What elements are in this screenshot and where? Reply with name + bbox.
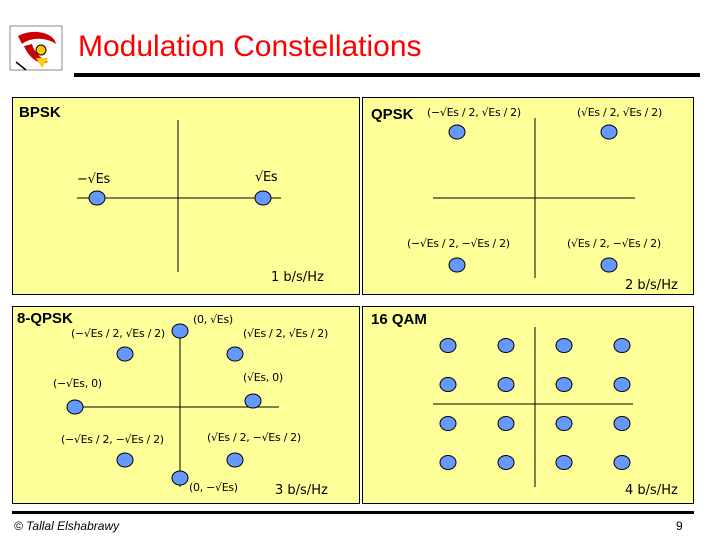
qam16-point — [497, 416, 515, 431]
psk8-point — [171, 323, 189, 339]
qam16-point — [613, 416, 631, 431]
point-label: √Es — [255, 170, 278, 185]
qpsk-label: QPSK — [371, 106, 414, 123]
point-label: (0, −√Es) — [189, 481, 238, 494]
qam16-point — [497, 455, 515, 470]
point-label: (−√Es, 0) — [53, 377, 102, 390]
qpsk-panel: QPSK (−√Es / 2, √Es / 2) (√Es / 2, √Es /… — [362, 97, 694, 295]
bpsk-point — [88, 190, 106, 206]
psk8-rate: 3 b/s/Hz — [275, 483, 328, 498]
psk8-point — [244, 393, 262, 409]
point-label: (√Es / 2, √Es / 2) — [243, 327, 328, 340]
psk8-point — [226, 452, 244, 468]
qam16-point — [439, 338, 457, 353]
qpsk-point — [600, 257, 618, 273]
bpsk-axes — [77, 120, 281, 272]
qam16-point — [555, 455, 573, 470]
qam16-axes — [433, 327, 633, 487]
qpsk-rate: 2 b/s/Hz — [625, 278, 678, 293]
qam16-point — [439, 377, 457, 392]
point-label: (0, √Es) — [193, 313, 233, 326]
qam16-panel: 16 QAM 4 b/s/Hz — [362, 306, 694, 504]
psk8-panel: 8-QPSK (0, √Es) (−√Es / 2, √Es / 2) (√Es… — [12, 306, 360, 504]
qam16-point — [613, 455, 631, 470]
qpsk-point — [448, 257, 466, 273]
qam16-point — [497, 338, 515, 353]
footer-rule — [12, 511, 694, 514]
psk8-point — [116, 452, 134, 468]
qam16-point — [439, 455, 457, 470]
qam16-point — [555, 416, 573, 431]
qam16-point — [555, 377, 573, 392]
point-label: (√Es / 2, −√Es / 2) — [567, 237, 661, 250]
qam16-point — [613, 377, 631, 392]
point-label: (√Es, 0) — [243, 371, 283, 384]
psk8-axes — [66, 323, 279, 487]
university-logo-icon — [9, 25, 63, 71]
bpsk-panel: BPSK −√Es √Es 1 b/s/Hz — [12, 97, 360, 295]
point-label: −√Es — [77, 172, 110, 187]
bpsk-label: BPSK — [19, 104, 61, 121]
slide-title: Modulation Constellations — [78, 30, 422, 63]
psk8-point — [66, 399, 84, 415]
qam16-point — [497, 377, 515, 392]
qam16-rate: 4 b/s/Hz — [625, 483, 678, 498]
qpsk-axes — [433, 118, 635, 278]
qpsk-point — [448, 124, 466, 140]
point-label: (−√Es / 2, √Es / 2) — [427, 106, 521, 119]
footer-copyright: © Tallal Elshabrawy — [14, 519, 120, 533]
qam16-label: 16 QAM — [371, 311, 427, 328]
qpsk-point — [600, 124, 618, 140]
point-label: (−√Es / 2, −√Es / 2) — [407, 237, 510, 250]
point-label: (−√Es / 2, −√Es / 2) — [61, 433, 164, 446]
psk8-point — [226, 346, 244, 362]
point-label: (√Es / 2, √Es / 2) — [577, 106, 662, 119]
bpsk-point — [254, 190, 272, 206]
psk8-point — [116, 346, 134, 362]
psk8-label: 8-QPSK — [17, 310, 73, 327]
page-number: 9 — [676, 519, 683, 533]
qam16-point — [439, 416, 457, 431]
point-label: (√Es / 2, −√Es / 2) — [207, 431, 301, 444]
bpsk-rate: 1 b/s/Hz — [271, 270, 324, 285]
qam16-point — [555, 338, 573, 353]
point-label: (−√Es / 2, √Es / 2) — [71, 327, 165, 340]
qam16-point — [613, 338, 631, 353]
psk8-point — [171, 470, 189, 486]
title-rule — [74, 73, 700, 77]
